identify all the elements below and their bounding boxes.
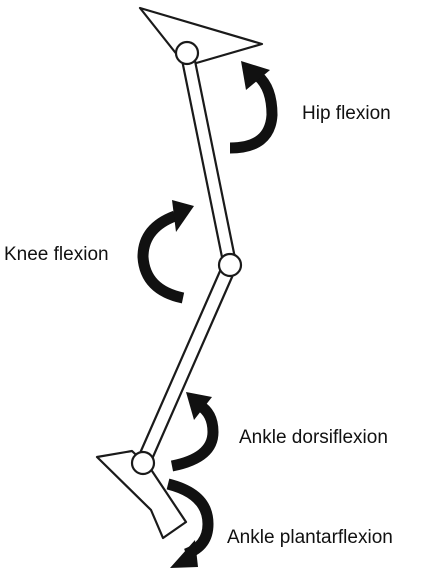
ankle-joint [130,450,156,476]
hip-flexion-label: Hip flexion [302,103,391,124]
thigh-segment [179,49,238,269]
ankle-plantarflexion-arrow [166,478,214,568]
foot-segment [95,449,188,540]
hip-joint [174,40,200,66]
pelvis-triangle [138,6,264,68]
ankle-dorsiflexion-arrow [170,392,219,472]
knee-joint [217,252,243,278]
knee-flexion-arrow [137,200,194,304]
shank-segment [135,260,238,468]
hip-flexion-arrow [229,61,278,154]
knee-flexion-label: Knee flexion [4,244,109,265]
ankle-dorsiflexion-label: Ankle dorsiflexion [239,427,388,448]
ankle-plantarflexion-label: Ankle plantarflexion [227,527,393,548]
